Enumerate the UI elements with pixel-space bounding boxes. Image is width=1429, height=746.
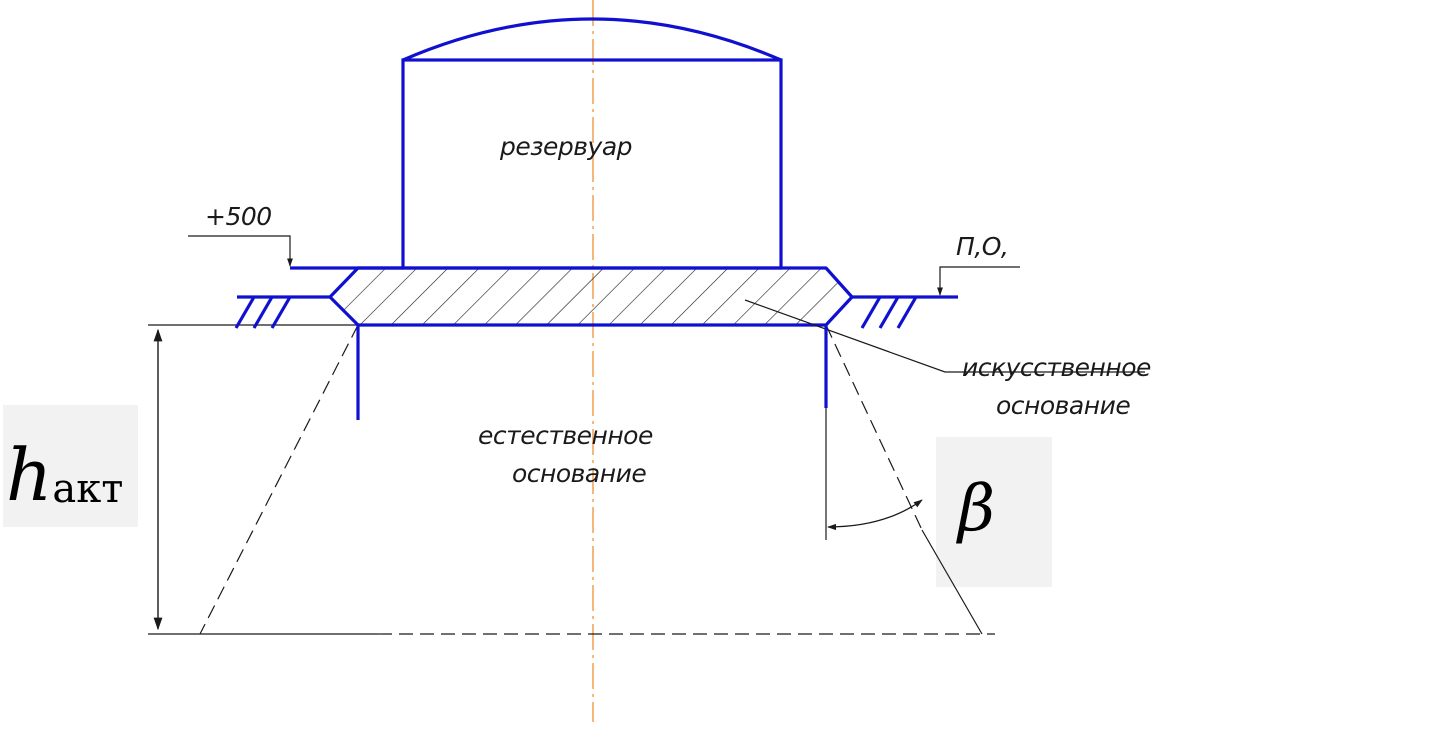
natural-base-label-line2: основание (512, 459, 646, 488)
artificial-base-leader (744, 299, 1145, 373)
ground-hatch-right-3 (896, 296, 918, 329)
beta-symbol: β (956, 472, 995, 546)
h-akt-background (3, 405, 138, 527)
ground-level-leader (937, 266, 1020, 296)
tank-body (401, 58, 783, 270)
tank-label: резервуар (499, 132, 632, 161)
ground-hatch-left-2 (252, 296, 274, 329)
slope-line-right-solid (921, 529, 983, 635)
ground-hatch-right-1 (860, 296, 882, 329)
h-symbol: h (6, 433, 52, 517)
beta-angle-arc (827, 499, 923, 531)
ground-hatch-left-1 (234, 296, 256, 329)
ground-hatch-right-2 (878, 296, 900, 329)
artificial-base-label-line1: искусственное (962, 353, 1151, 382)
artificial-base-label-line2: основание (996, 391, 1130, 420)
slope-line-right (825, 324, 923, 531)
elevation-leader (188, 235, 293, 267)
h-subscript: акт (52, 466, 123, 512)
artificial-base-hatch (328, 266, 854, 327)
elevation-label: +500 (205, 202, 272, 231)
slope-line-left (199, 324, 359, 635)
beta-background (936, 437, 1052, 587)
natural-base-label-line1: естественное (478, 421, 653, 450)
tank-roof (402, 17, 782, 62)
ground-hatch-left-3 (270, 296, 292, 329)
ground-level-label: П,О, (956, 232, 1008, 261)
h-akt-symbol: hакт (6, 433, 123, 517)
